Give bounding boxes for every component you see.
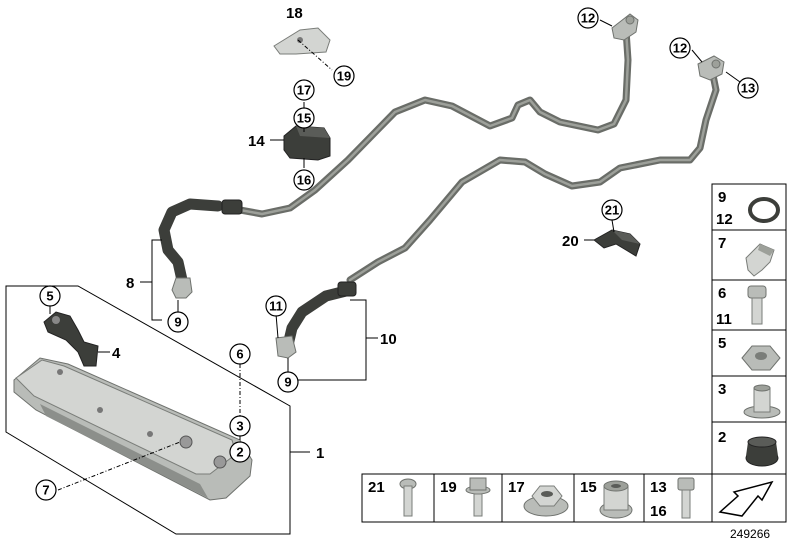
callout-12a: 12: [581, 11, 595, 26]
callout-5-circle: [39, 285, 61, 307]
bottom-label-21: 21: [368, 479, 385, 496]
hex-bolt-part[interactable]: [677, 477, 695, 519]
side-label-5: 5: [718, 335, 726, 352]
bushing-part[interactable]: [599, 480, 633, 519]
callout-5: 5: [46, 289, 53, 304]
callout-7-circle: [35, 479, 57, 501]
o-ring-part[interactable]: [748, 197, 780, 223]
side-label-9: 9: [718, 189, 726, 206]
spring-clip-part[interactable]: [745, 243, 775, 277]
callout-21: 21: [605, 203, 619, 218]
callout-9b-circle: [277, 371, 299, 393]
leader-line: [611, 219, 615, 233]
clip-part[interactable]: [593, 229, 641, 257]
grommet-part[interactable]: [745, 436, 779, 467]
callout-6: 6: [236, 347, 243, 362]
oil-cooler[interactable]: [13, 357, 253, 501]
diagram-id: 249266: [730, 527, 770, 541]
sensor-part[interactable]: [43, 311, 99, 367]
bracket-8: [151, 239, 162, 321]
callout-12b-circle: [669, 37, 691, 59]
callout-12b: 12: [673, 41, 687, 56]
callout-9a: 9: [174, 315, 181, 330]
callout-8: 8: [126, 275, 134, 292]
callout-3-circle: [229, 415, 251, 437]
callout-17: 17: [297, 83, 311, 98]
callout-15: 15: [297, 111, 311, 126]
flanged-sleeve-part[interactable]: [743, 384, 781, 419]
hex-nut-part[interactable]: [741, 345, 781, 371]
callout-6-circle: [229, 343, 251, 365]
callout-13-circle: [737, 77, 759, 99]
flange-nut-part[interactable]: [523, 485, 569, 517]
flange-bolt-part[interactable]: [465, 477, 491, 517]
upper-oil-line[interactable]: [158, 26, 632, 299]
side-label-11: 11: [716, 311, 732, 328]
callout-21-circle: [601, 199, 623, 221]
oil-cooler-frame: [5, 285, 291, 535]
bottom-label-16: 16: [650, 503, 667, 520]
callout-16-circle: [293, 169, 315, 191]
bracket-centerline: [297, 39, 333, 71]
leader-line: [725, 71, 741, 83]
callout-7: 7: [42, 483, 49, 498]
callout-12a-circle: [577, 7, 599, 29]
lower-oil-line[interactable]: [275, 66, 720, 359]
leader-line: [691, 49, 703, 63]
bottom-label-13: 13: [650, 479, 667, 496]
upper-line-end-fitting: [611, 13, 639, 41]
callout-11: 11: [269, 299, 283, 314]
lower-line-end-fitting: [697, 55, 725, 81]
hose-end-fitting: [171, 277, 193, 299]
hose-end-fitting: [275, 335, 297, 359]
callout-18: 18: [286, 5, 303, 22]
side-label-3: 3: [718, 381, 726, 398]
callout-9b: 9: [284, 375, 291, 390]
callout-16: 16: [297, 173, 311, 188]
bolt-centerline: [57, 441, 181, 491]
callout-20: 20: [562, 233, 579, 250]
direction-arrow-icon: [718, 480, 774, 517]
hose-crimp-sleeve: [337, 281, 357, 297]
callout-10: 10: [380, 331, 397, 348]
side-label-6: 6: [718, 285, 726, 302]
hose-crimp-sleeve: [221, 199, 243, 215]
callout-2-circle: [229, 441, 251, 463]
leader-line: [599, 19, 613, 27]
side-label-7: 7: [718, 235, 726, 252]
bracket-10: [298, 299, 367, 381]
bottom-label-15: 15: [580, 479, 597, 496]
leader-line: [275, 313, 279, 339]
callout-13: 13: [741, 81, 755, 96]
screw-part[interactable]: [399, 478, 417, 517]
bracket-part[interactable]: [273, 27, 331, 55]
bolt-part[interactable]: [747, 285, 767, 325]
bottom-label-19: 19: [440, 479, 457, 496]
callout-19-circle: [333, 65, 355, 87]
callout-3: 3: [236, 419, 243, 434]
side-label-12: 12: [716, 211, 733, 228]
callout-19: 19: [337, 69, 351, 84]
callout-15-circle: [293, 107, 315, 129]
callout-9a-circle: [167, 311, 189, 333]
holder-part[interactable]: [283, 125, 331, 161]
bottom-label-17: 17: [508, 479, 525, 496]
bottom-parts-panel: [361, 473, 787, 523]
callout-17-circle: [293, 79, 315, 101]
callout-11-circle: [265, 295, 287, 317]
side-label-2: 2: [718, 429, 726, 446]
callout-14: 14: [248, 133, 265, 150]
callout-4: 4: [112, 345, 121, 362]
callout-1: 1: [316, 445, 324, 462]
callout-2: 2: [236, 445, 243, 460]
